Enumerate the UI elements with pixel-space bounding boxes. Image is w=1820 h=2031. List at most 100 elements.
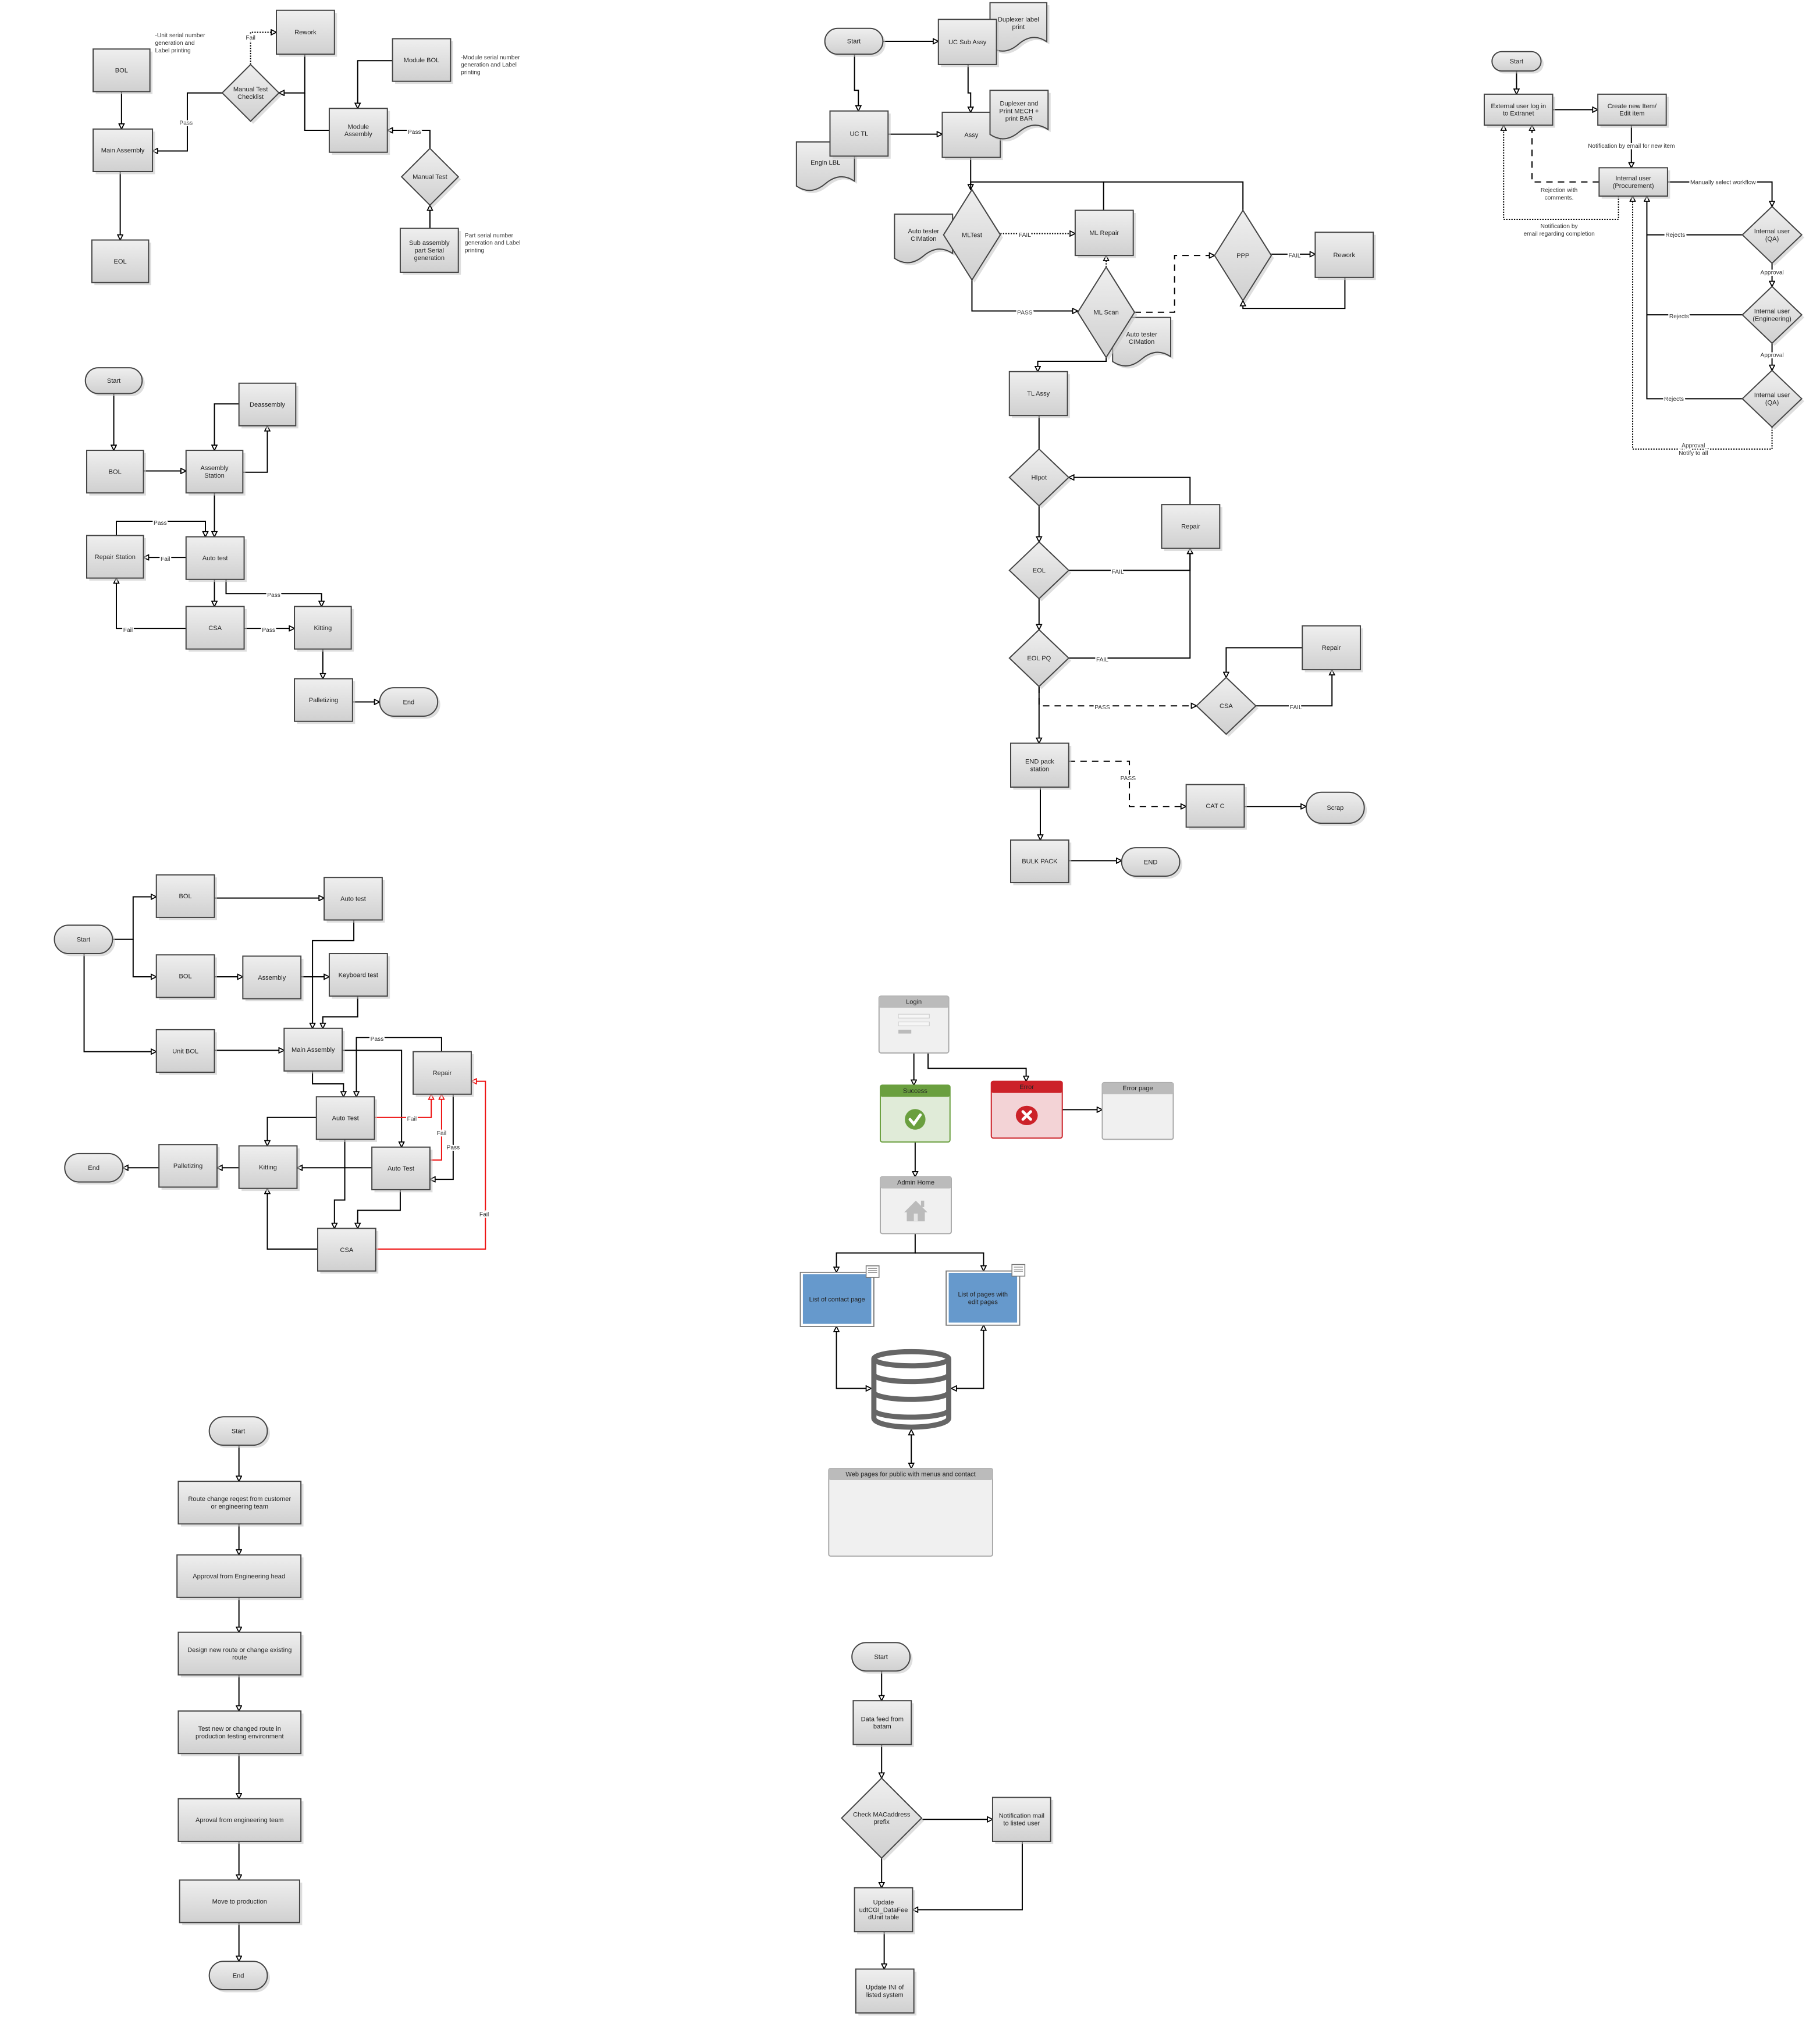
auto-test-top-node[interactable]: Auto test <box>324 877 385 923</box>
public-pages-node[interactable]: Web pages for public with menus and cont… <box>828 1467 993 1557</box>
tl-assy-node[interactable]: TL Assy <box>1008 371 1071 418</box>
bol-2-node[interactable]: BOL <box>155 954 217 1000</box>
scrap-terminal[interactable]: Scrap <box>1305 791 1367 826</box>
repair-2-node[interactable]: Repair <box>1302 625 1363 673</box>
cat-c-node[interactable]: CAT C <box>1185 784 1247 830</box>
create-item-node[interactable]: Create new Item/Edit item <box>1597 93 1669 128</box>
bol-node[interactable]: BOL <box>93 48 153 94</box>
eol-node[interactable]: EOL <box>91 239 151 286</box>
ml-scan-decision[interactable]: ML Scan <box>1077 266 1138 360</box>
login-node[interactable]: Login <box>878 995 950 1054</box>
label-line: dUnit table <box>868 1914 899 1921</box>
hipot-decision[interactable]: HIpot <box>1008 448 1072 508</box>
step-2-node[interactable]: Approval from Engineering head <box>176 1554 304 1600</box>
deassembly-node[interactable]: Deassembly <box>238 382 298 429</box>
start-terminal[interactable]: Start <box>84 367 145 396</box>
bol-node[interactable]: BOL <box>86 450 146 496</box>
bol-1-node[interactable]: BOL <box>155 874 217 920</box>
auto-test-node[interactable]: Auto test <box>185 536 247 582</box>
module-bol-node[interactable]: Module BOL <box>392 38 453 84</box>
error-page-node[interactable]: Error page <box>1101 1082 1174 1140</box>
palletizing-node[interactable]: Palletizing <box>294 678 356 724</box>
main-assembly-node[interactable]: Main Assembly <box>93 128 155 175</box>
rework-node[interactable]: Rework <box>1314 232 1376 280</box>
auto-test-a-node[interactable]: Auto Test <box>315 1096 378 1142</box>
bulk-pack-node[interactable]: BULK PACK <box>1009 839 1072 885</box>
unit-bol-node[interactable]: Unit BOL <box>155 1029 217 1075</box>
panel-title: Login <box>906 999 922 1006</box>
csa-node[interactable]: CSA <box>185 606 247 652</box>
start-terminal[interactable]: Start <box>1491 51 1544 74</box>
ml-repair-node[interactable]: ML Repair <box>1074 209 1136 258</box>
uc-tl-node[interactable]: UC TL <box>829 110 891 159</box>
kitting-node[interactable]: Kitting <box>294 606 354 652</box>
node-label: CAT C <box>1206 803 1224 810</box>
database-database-icon[interactable] <box>871 1349 951 1430</box>
palletizing-node[interactable]: Palletizing <box>158 1144 220 1190</box>
ml-test-decision[interactable]: MLTest <box>943 188 1003 283</box>
eol-decision[interactable]: EOL <box>1008 541 1072 602</box>
rework-node[interactable]: Rework <box>276 9 337 57</box>
connector <box>83 954 157 1052</box>
connector <box>430 1094 454 1179</box>
manual-test-decision[interactable]: Manual Test <box>400 147 461 208</box>
admin-home-node[interactable]: Admin Home <box>879 1176 952 1235</box>
label-line: or engineering team <box>211 1503 269 1510</box>
node-label: End <box>88 1165 99 1172</box>
error-node[interactable]: Error <box>990 1080 1063 1139</box>
engineering-decision[interactable]: Internal user(Engineering) <box>1741 285 1805 346</box>
kitting-node[interactable]: Kitting <box>238 1145 300 1191</box>
end-terminal[interactable]: End <box>379 687 440 719</box>
contact-list-node[interactable]: List of contact page <box>799 1265 880 1327</box>
uc-sub-assy-node[interactable]: UC Sub Assy <box>937 19 1000 67</box>
label-line: Error page <box>1122 1085 1153 1092</box>
start-terminal[interactable]: Start <box>824 27 886 57</box>
start-terminal[interactable]: Start <box>851 1642 913 1674</box>
step-6-node[interactable]: Move to production <box>179 1879 303 1926</box>
step-5-node[interactable]: Aproval from engineering team <box>177 1798 304 1844</box>
repair-1-node[interactable]: Repair <box>1161 504 1222 552</box>
start-terminal[interactable]: Start <box>208 1416 270 1448</box>
main-assembly-node[interactable]: Main Assembly <box>283 1027 345 1074</box>
qa-1-decision[interactable]: Internal user(QA) <box>1741 205 1805 266</box>
csa-decision[interactable]: CSA <box>1195 677 1259 737</box>
end-terminal[interactable]: END <box>1121 847 1182 879</box>
procurement-node[interactable]: Internal user(Procurement) <box>1598 167 1670 199</box>
eol-pq-decision[interactable]: EOL PQ <box>1008 628 1072 689</box>
assembly-node[interactable]: Assembly <box>242 955 304 1002</box>
keyboard-test-node[interactable]: Keyboard test <box>328 953 390 999</box>
start-terminal[interactable]: Start <box>54 924 115 956</box>
ppp-decision[interactable]: PPP <box>1214 209 1274 304</box>
auto-test-b-node[interactable]: Auto Test <box>371 1146 433 1193</box>
qa-2-decision[interactable]: Internal user(QA) <box>1741 369 1805 430</box>
end-terminal[interactable]: End <box>64 1153 126 1185</box>
label-line: END <box>1144 859 1157 866</box>
csa-node[interactable]: CSA <box>317 1228 379 1274</box>
label-line: Duplexer and <box>1000 101 1038 108</box>
connector <box>927 1052 1026 1082</box>
connector <box>358 1189 401 1229</box>
repair-node[interactable]: Repair <box>413 1051 474 1097</box>
end-terminal[interactable]: End <box>208 1961 270 1993</box>
label-line: print BAR <box>1005 115 1033 122</box>
success-node[interactable]: Success <box>879 1084 951 1143</box>
repair-station-node[interactable]: Repair Station <box>86 535 146 581</box>
